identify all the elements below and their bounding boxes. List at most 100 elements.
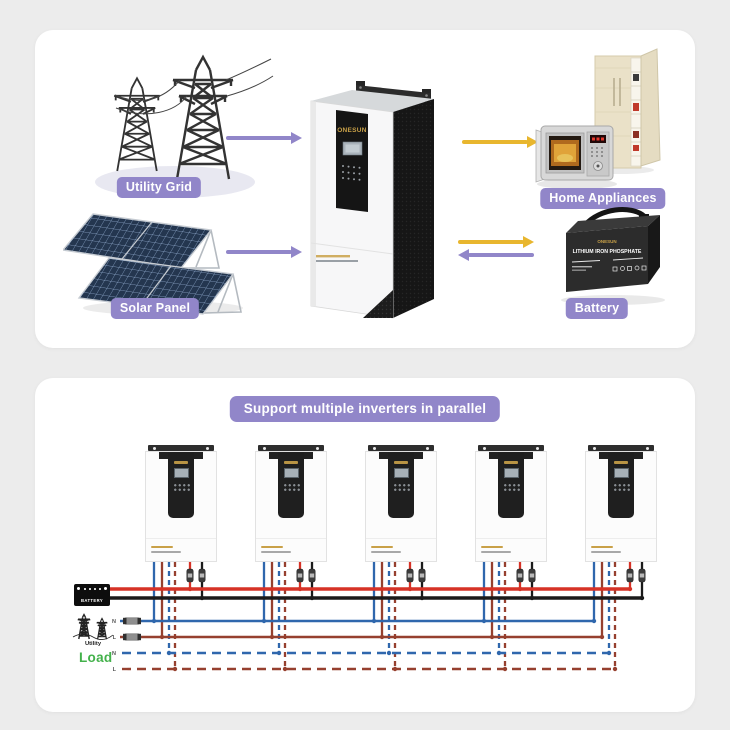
fuse-icon <box>419 573 425 578</box>
pylon-icon <box>113 77 161 172</box>
solar-panel-badge: Solar Panel <box>110 298 200 319</box>
mc4-connector-icon <box>137 617 141 625</box>
screw <box>206 446 209 450</box>
spec-text-line <box>481 551 511 553</box>
junction-dot <box>612 666 618 672</box>
parallel-inverter <box>255 445 327 562</box>
fridge-icon <box>594 48 661 169</box>
panel-buttons <box>342 165 361 181</box>
mounting-bracket <box>258 445 324 451</box>
screw <box>263 446 266 450</box>
fuse-icon <box>297 573 303 578</box>
spec-text-line <box>261 551 291 553</box>
spec-text-line <box>316 260 358 262</box>
parallel-diagram-card: Support multiple inverters in parallel N… <box>35 378 695 712</box>
inverter-to-battery-arrow <box>458 240 524 244</box>
junction-dot <box>606 650 612 656</box>
spec-text-line <box>371 546 393 548</box>
panel-buttons <box>392 483 411 492</box>
front-panel <box>388 452 414 518</box>
lcd-display <box>173 468 189 478</box>
panel-buttons <box>172 483 191 492</box>
junction-dot <box>407 586 413 592</box>
spec-text-line <box>261 546 283 548</box>
inverter-body <box>145 451 217 562</box>
shadow <box>537 179 617 189</box>
fuse-icon <box>639 573 645 578</box>
lcd-display <box>393 468 409 478</box>
junction-dot <box>517 586 523 592</box>
battery-badge: Battery <box>565 298 629 319</box>
battery-type-text: LITHIUM IRON PHOSPHATE <box>573 249 642 255</box>
panel-buttons <box>502 483 521 492</box>
brand-mark <box>504 461 518 464</box>
certification-icons <box>612 265 647 272</box>
utility-n-label: N <box>112 619 116 625</box>
battery-side-face <box>648 215 660 284</box>
mounting-bracket <box>588 445 654 451</box>
junction-dot <box>392 666 398 672</box>
junction-dot <box>502 666 508 672</box>
junction-dot <box>529 595 535 601</box>
battery-top-face <box>566 215 660 233</box>
solar-to-inverter-arrow <box>226 250 292 254</box>
junction-dot <box>386 650 392 656</box>
microwave-icon <box>535 125 614 183</box>
junction-dot <box>496 650 502 656</box>
system-overview-card: Utility Grid Solar Panel <box>35 30 695 348</box>
power-lines <box>114 58 274 115</box>
fuse-icon <box>627 573 633 578</box>
junction-dot <box>591 618 597 624</box>
brand-mark <box>394 461 408 464</box>
junction-dot <box>269 634 275 640</box>
battery-front-face <box>566 226 648 292</box>
inverter-body <box>255 451 327 562</box>
panel-buttons <box>612 483 631 492</box>
utility-icon-label: Utility <box>84 641 102 647</box>
junction-dot <box>419 595 425 601</box>
fuse-icon <box>407 573 413 578</box>
junction-dot <box>172 666 178 672</box>
fridge-open-door <box>640 48 661 167</box>
inverter-body <box>365 451 437 562</box>
brand-mark <box>174 461 188 464</box>
front-panel <box>336 110 368 212</box>
junction-dot <box>199 595 205 601</box>
screw <box>483 446 486 450</box>
spec-text-line <box>591 546 613 548</box>
screw <box>373 446 376 450</box>
screw <box>646 446 649 450</box>
diagram-title-badge: Support multiple inverters in parallel <box>229 396 501 422</box>
battery-brand-logo: ONESUN <box>597 239 616 244</box>
parallel-inverter <box>145 445 217 562</box>
front-panel <box>608 452 634 518</box>
spec-text-line <box>151 546 173 548</box>
parallel-inverter <box>365 445 437 562</box>
solar-array <box>63 213 220 269</box>
home-appliances-image <box>535 48 661 189</box>
junction-dot <box>639 595 645 601</box>
utility-l-label: L <box>113 635 117 641</box>
mc4-connector-icon <box>137 633 141 641</box>
fuse-icon <box>517 573 523 578</box>
panel-buttons <box>282 483 301 492</box>
lcd-display <box>613 468 629 478</box>
junction-dot <box>371 618 377 624</box>
lcd-display <box>503 468 519 478</box>
brand-mark <box>614 461 628 464</box>
junction-dot <box>599 634 605 640</box>
parallel-inverter <box>475 445 547 562</box>
junction-dot <box>379 634 385 640</box>
screw <box>536 446 539 450</box>
junction-dot <box>489 634 495 640</box>
inverter-body <box>475 451 547 562</box>
junction-dot <box>159 634 165 640</box>
fuse-icon <box>309 573 315 578</box>
load-n-label: N <box>112 651 116 657</box>
battery-label-lines <box>571 257 644 263</box>
front-panel <box>498 452 524 518</box>
mc4-connector-icon <box>123 633 127 641</box>
fuse-icon <box>187 573 193 578</box>
front-panel <box>168 452 194 518</box>
